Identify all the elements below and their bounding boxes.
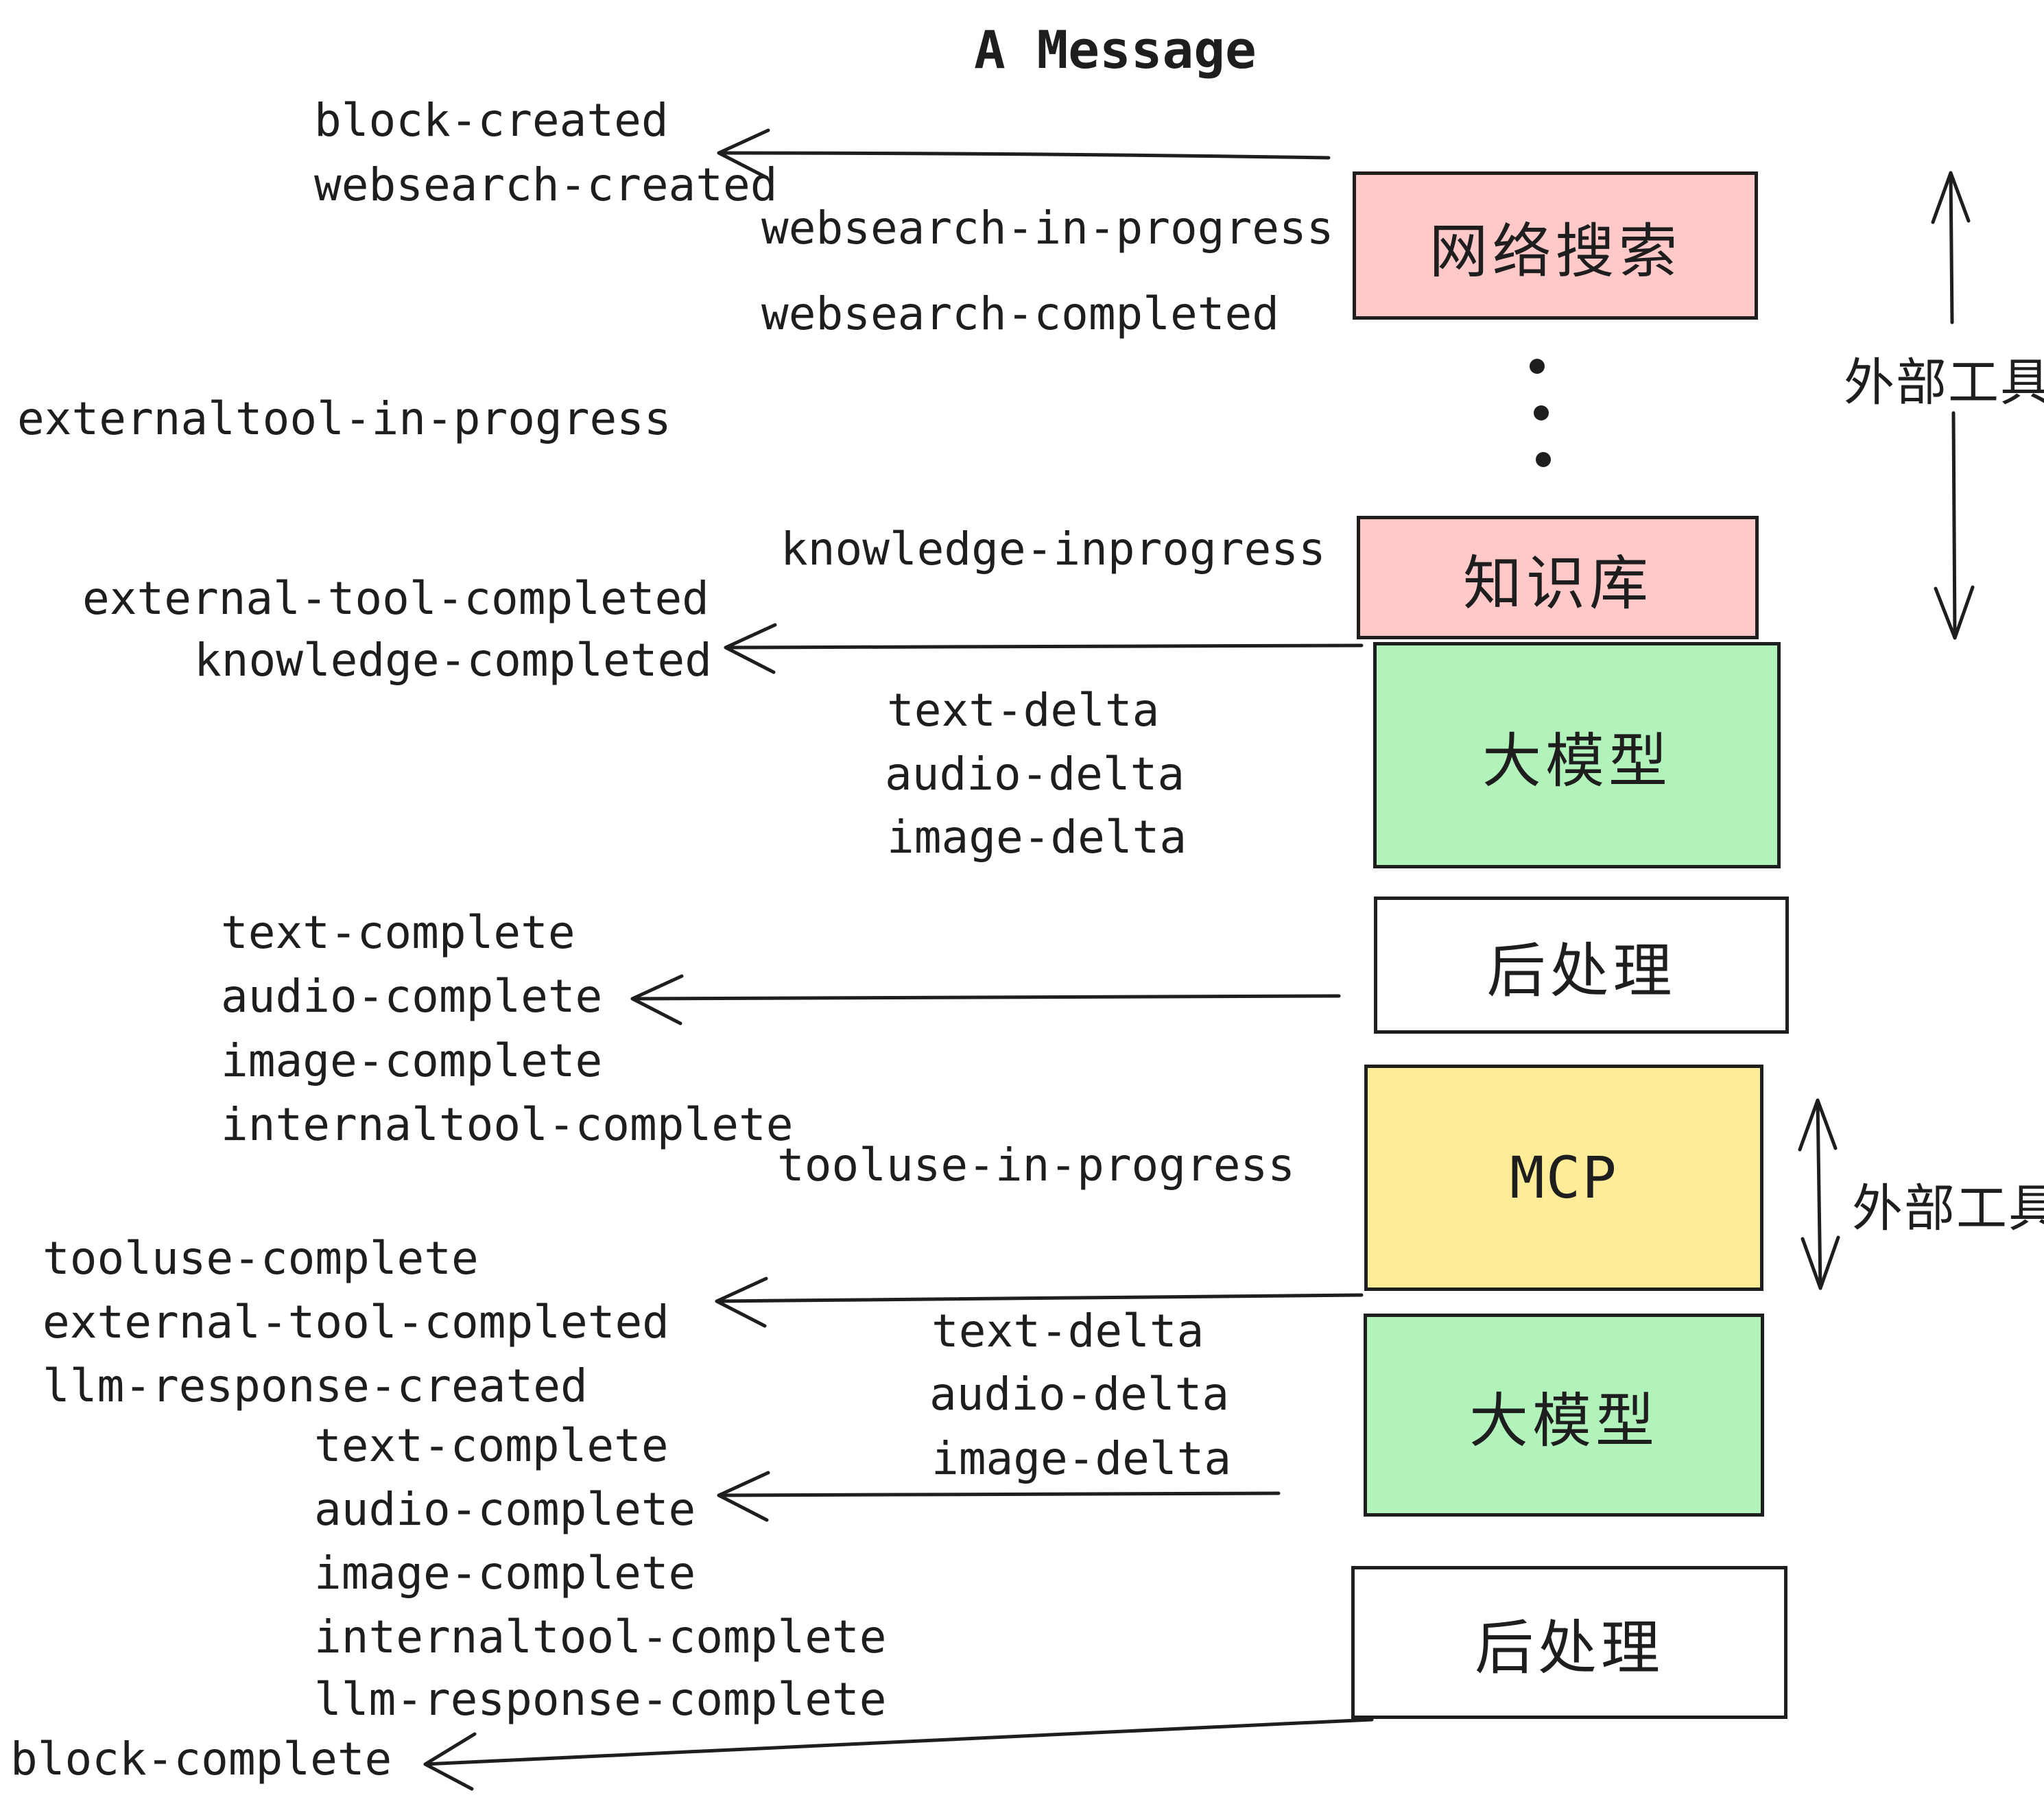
event-external-tool-completed-2: external-tool-completed [43,1296,669,1349]
page-title: A Message [974,19,1257,80]
event-tooluse-in-progress: tooluse-in-progress [777,1139,1295,1191]
rail-label-external-tools-1: 外部工具 [1844,342,2044,415]
event-knowledge-completed: knowledge-completed [194,634,712,687]
box-websearch: 网络搜索 [1353,171,1758,320]
box-postprocess-1-label: 后处理 [1486,938,1676,1004]
vertical-ellipsis-icon [1530,359,1551,467]
event-block-created: block-created [314,94,669,147]
event-llm-response-created: llm-response-created [43,1360,588,1412]
event-block-complete: block-complete [10,1733,392,1785]
event-knowledge-inprogress: knowledge-inprogress [781,523,1326,575]
event-text-delta: text-delta [887,684,1160,737]
event-text-complete-2: text-complete [314,1419,669,1472]
event-image-complete: image-complete [221,1034,603,1087]
box-llm-2-label: 大模型 [1469,1388,1659,1454]
box-llm-1-label: 大模型 [1482,728,1672,794]
box-llm-2: 大模型 [1364,1314,1764,1517]
event-internaltool-complete: internaltool-complete [221,1098,794,1151]
event-externaltool-in-progress: externaltool-in-progress [17,392,672,445]
event-audio-complete: audio-complete [221,970,603,1023]
event-websearch-completed: websearch-completed [761,287,1279,340]
arrow-to-block-created [717,128,1331,180]
event-image-delta-2: image-delta [931,1432,1232,1485]
event-text-delta-2: text-delta [931,1305,1204,1357]
box-llm-1: 大模型 [1373,642,1781,868]
event-image-delta: image-delta [887,811,1187,864]
event-websearch-in-progress: websearch-in-progress [761,202,1334,254]
event-tooluse-complete: tooluse-complete [43,1232,479,1285]
box-postprocess-1: 后处理 [1374,897,1789,1034]
event-text-complete: text-complete [221,906,575,959]
event-audio-delta-2: audio-delta [929,1368,1230,1421]
box-knowledge: 知识库 [1357,516,1759,639]
box-knowledge-label: 知识库 [1463,550,1652,617]
rail-label-external-tools-2: 外部工具 [1852,1167,2044,1241]
event-image-complete-2: image-complete [314,1547,696,1600]
arrow-to-block-complete [423,1718,1374,1791]
event-audio-complete-2: audio-complete [314,1483,696,1536]
double-arrow-external-tools-2 [1798,1098,1840,1290]
box-postprocess-2-label: 后处理 [1475,1615,1664,1681]
event-internaltool-complete-2: internaltool-complete [314,1611,887,1663]
event-llm-response-complete: llm-response-complete [314,1673,887,1726]
arrow-to-knowledge-completed [724,623,1364,674]
event-external-tool-completed: external-tool-completed [82,572,709,625]
box-postprocess-2: 后处理 [1351,1566,1787,1719]
arrow-to-image-complete [630,974,1341,1025]
event-websearch-created: websearch-created [314,158,778,211]
box-mcp: MCP [1364,1065,1763,1291]
event-audio-delta: audio-delta [885,748,1185,800]
box-websearch-label: 网络搜索 [1429,218,1682,285]
box-mcp-label: MCP [1510,1144,1618,1211]
